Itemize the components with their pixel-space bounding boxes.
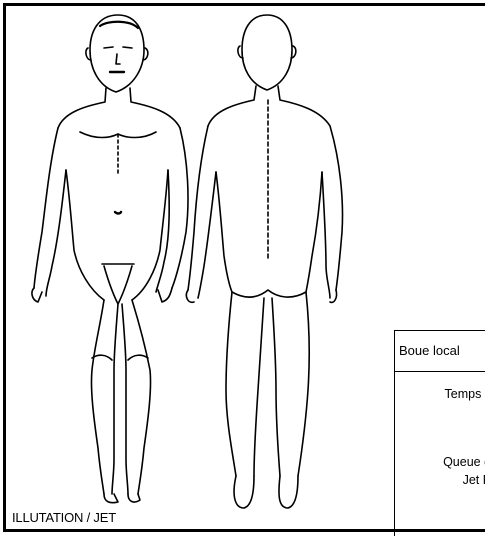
legend-row: Temps Je <box>445 387 485 401</box>
legend-row: Queue de <box>443 455 485 469</box>
figure-caption: ILLUTATION / JET <box>12 510 116 525</box>
legend-table: Boue local Temps Je Je Queue de Jet Pe <box>394 330 485 536</box>
legend-divider <box>395 371 485 372</box>
front-figure <box>32 15 188 503</box>
back-figure <box>186 15 342 508</box>
legend-title: Boue local <box>399 343 460 358</box>
legend-row: Jet Pe <box>463 473 485 487</box>
